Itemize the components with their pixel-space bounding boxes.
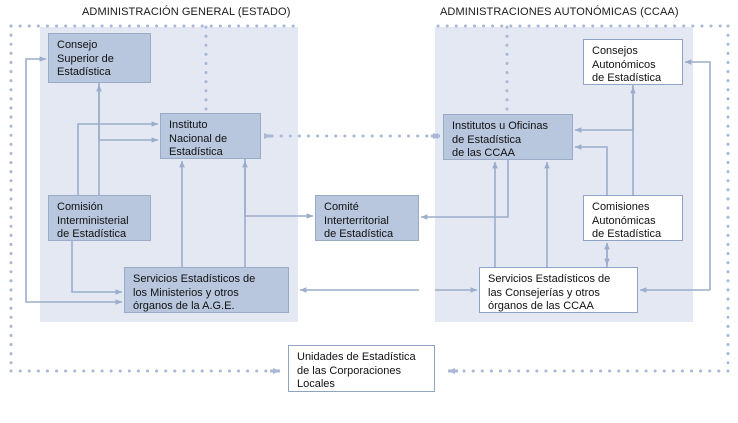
node-instituto-nacional-estadistica[interactable]: Instituto Nacional de Estadística xyxy=(160,113,261,159)
node-servicios-estadisticos-ccaa[interactable]: Servicios Estadísticos de las Consejería… xyxy=(479,267,638,313)
node-comite-interterritorial-estadistica[interactable]: Comité Interterritorial de Estadística xyxy=(315,195,419,241)
node-institutos-oficinas-estadistica-ccaa[interactable]: Institutos u Oficinas de Estadística de … xyxy=(443,114,573,160)
panel-title-administraciones-autonomicas: ADMINISTRACIONES AUTONÓMICAS (CCAA) xyxy=(440,6,679,18)
node-comisiones-autonomicas-estadistica[interactable]: Comisiones Autonómicas de Estadística xyxy=(583,195,683,241)
node-unidades-estadistica-corporaciones-locales[interactable]: Unidades de Estadística de las Corporaci… xyxy=(288,345,435,392)
node-consejos-autonomicos-estadistica[interactable]: Consejos Autonómicos de Estadística xyxy=(583,39,683,85)
panel-title-administracion-general: ADMINISTRACIÓN GENERAL (ESTADO) xyxy=(82,6,291,18)
node-comision-interministerial-estadistica[interactable]: Comisión Interministerial de Estadística xyxy=(48,195,151,241)
node-servicios-estadisticos-age[interactable]: Servicios Estadísticos de los Ministerio… xyxy=(124,267,289,313)
node-consejo-superior-estadistica[interactable]: Consejo Superior de Estadística xyxy=(48,33,151,83)
